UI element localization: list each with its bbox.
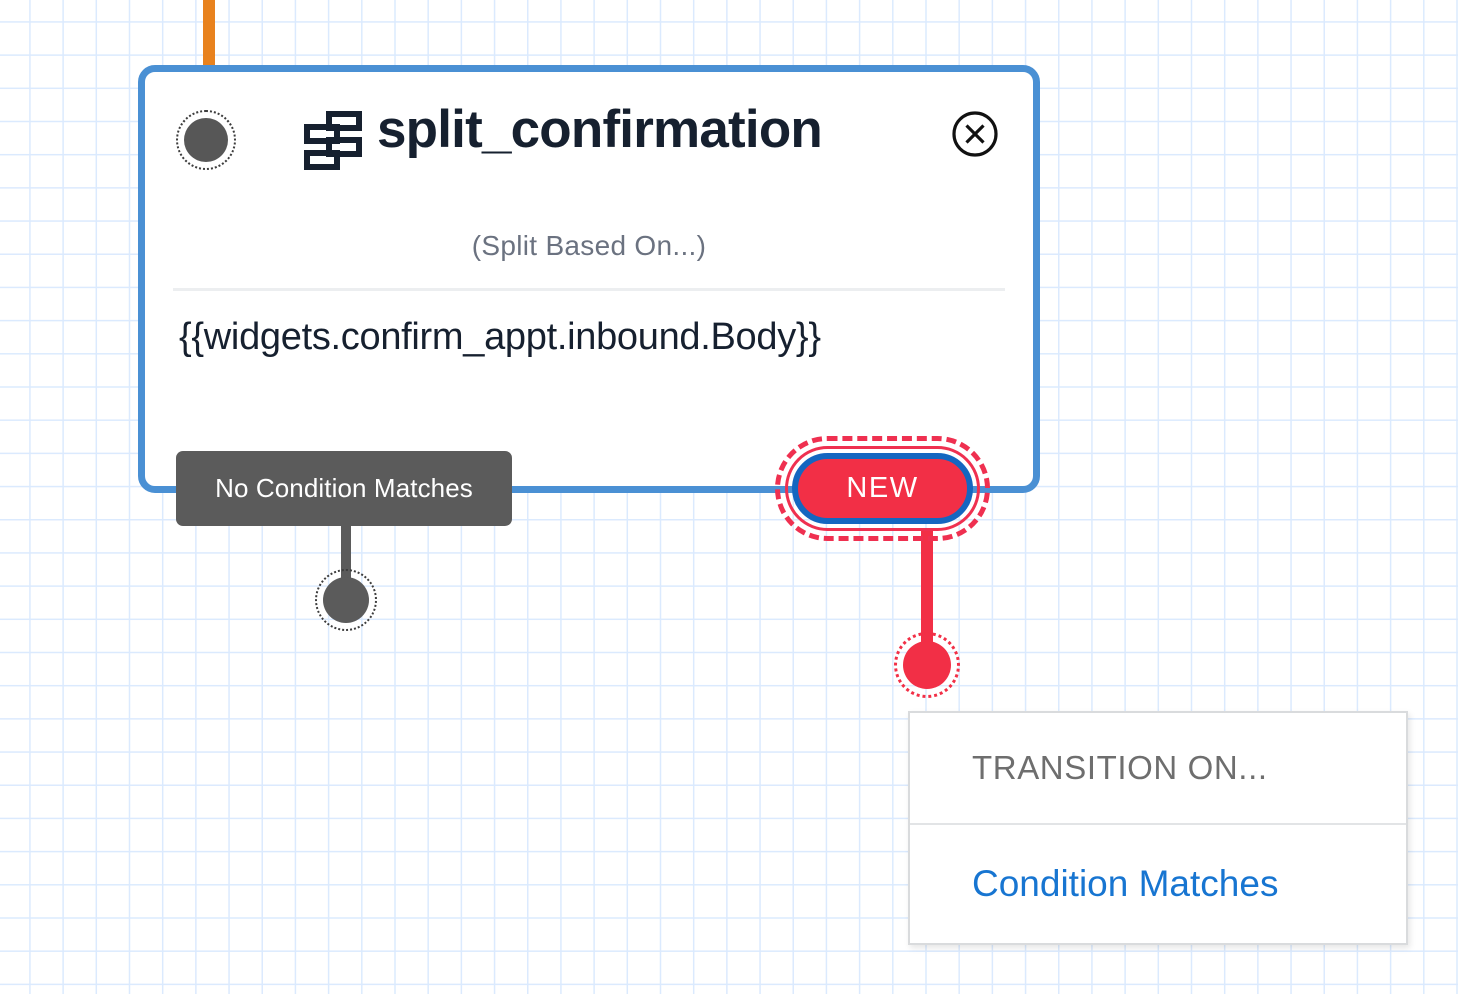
no-match-connector-wire [341, 520, 351, 600]
transition-pill-new-wrapper[interactable]: NEW [775, 436, 990, 541]
split-icon [303, 110, 365, 170]
node-header: split_confirmation [145, 72, 1033, 192]
menu-header-label: TRANSITION ON... [972, 749, 1268, 786]
transition-pill-no-condition-matches[interactable]: No Condition Matches [176, 451, 512, 526]
selection-thin-ring [785, 446, 980, 531]
close-icon[interactable] [950, 109, 1000, 159]
node-subtitle: (Split Based On...) [471, 230, 707, 261]
page-title: split_confirmation [377, 100, 823, 159]
selection-dashed-ring [775, 436, 990, 541]
node-input-port[interactable] [176, 110, 236, 170]
menu-item-condition-matches[interactable]: Condition Matches [972, 863, 1279, 904]
incoming-connector-wire [203, 0, 215, 75]
card-divider [173, 288, 1005, 291]
split-node-card[interactable]: split_confirmation (Split Based On...) {… [138, 65, 1040, 493]
menu-separator [910, 823, 1406, 825]
new-output-port[interactable] [894, 632, 960, 698]
no-match-output-port[interactable] [315, 569, 377, 631]
transition-on-menu[interactable]: TRANSITION ON... Condition Matches [908, 711, 1408, 945]
new-connector-wire [921, 530, 933, 650]
transition-pill-new[interactable]: NEW [792, 453, 973, 524]
split-expression: {{widgets.confirm_appt.inbound.Body}} [179, 316, 821, 358]
